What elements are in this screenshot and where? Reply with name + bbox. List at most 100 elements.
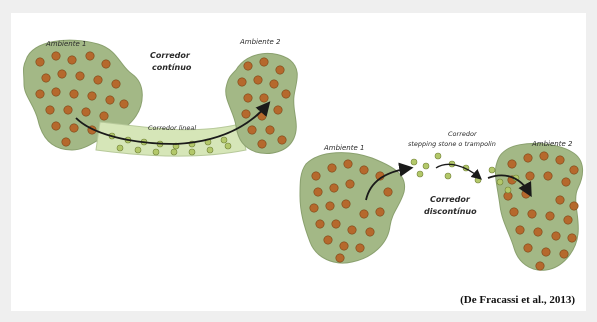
- tree-dot: [282, 90, 290, 98]
- tree-dot: [340, 242, 348, 250]
- tree-dot: [366, 228, 374, 236]
- stepping-stone-dot: [117, 145, 123, 151]
- tree-dot: [534, 228, 542, 236]
- tree-dot: [312, 172, 320, 180]
- tree-dot: [540, 152, 548, 160]
- tree-dot: [52, 88, 60, 96]
- tree-dot: [70, 90, 78, 98]
- tree-dot: [276, 66, 284, 74]
- tree-dot: [564, 216, 572, 224]
- tree-dot: [552, 232, 560, 240]
- stepping-stone-dot: [135, 147, 141, 153]
- tree-dot: [570, 202, 578, 210]
- tree-dot: [52, 122, 60, 130]
- tree-dot: [76, 72, 84, 80]
- stepping-stone-dot: [435, 153, 441, 159]
- tree-dot: [266, 126, 274, 134]
- tree-dot: [556, 156, 564, 164]
- tree-dot: [278, 136, 286, 144]
- tree-dot: [526, 172, 534, 180]
- tree-dots-group: [36, 52, 578, 270]
- label-right-env-2: Ambiente 2: [531, 140, 573, 148]
- tree-dot: [516, 226, 524, 234]
- tree-dot: [258, 140, 266, 148]
- tree-dot: [328, 164, 336, 172]
- tree-dot: [64, 106, 72, 114]
- tree-dot: [238, 78, 246, 86]
- tree-dot: [524, 244, 532, 252]
- tree-dot: [324, 236, 332, 244]
- tree-dot: [112, 80, 120, 88]
- tree-dot: [344, 160, 352, 168]
- tree-dot: [336, 254, 344, 262]
- tree-dot: [242, 110, 250, 118]
- tree-dot: [330, 184, 338, 192]
- tree-dot: [384, 188, 392, 196]
- stepping-stone-dot: [189, 149, 195, 155]
- tree-dot: [88, 92, 96, 100]
- tree-dot: [102, 60, 110, 68]
- tree-dot: [524, 154, 532, 162]
- tree-dot: [42, 74, 50, 82]
- tree-dot: [314, 188, 322, 196]
- tree-dot: [36, 90, 44, 98]
- tree-dot: [542, 248, 550, 256]
- tree-dot: [100, 112, 108, 120]
- tree-dot: [52, 52, 60, 60]
- tree-dot: [510, 208, 518, 216]
- stepping-stone-dot: [489, 167, 495, 173]
- tree-dot: [254, 76, 262, 84]
- arrow-step-1: [436, 164, 480, 178]
- tree-dot: [62, 138, 70, 146]
- tree-dot: [244, 62, 252, 70]
- tree-dot: [360, 166, 368, 174]
- label-corridor-linear: Corredor lineal: [148, 124, 196, 132]
- tree-dot: [546, 212, 554, 220]
- citation: (De Fracassi et al., 2013): [460, 294, 575, 306]
- stepping-stone-dot: [171, 149, 177, 155]
- tree-dot: [68, 56, 76, 64]
- tree-dot: [260, 58, 268, 66]
- label-left-env-1: Ambiente 1: [45, 40, 86, 48]
- stepping-stone-dot: [153, 149, 159, 155]
- tree-dot: [244, 94, 252, 102]
- tree-dot: [342, 200, 350, 208]
- tree-dot: [46, 106, 54, 114]
- label-stepping-2: stepping stone o trampolin: [408, 140, 496, 148]
- stepping-stone-dot: [225, 143, 231, 149]
- tree-dot: [36, 58, 44, 66]
- tree-dot: [570, 166, 578, 174]
- tree-dot: [86, 52, 94, 60]
- label-left-env-2: Ambiente 2: [239, 38, 281, 46]
- label-corridor-continuous-2: contínuo: [152, 63, 192, 72]
- label-stepping-1: Corredor: [448, 130, 478, 138]
- tree-dot: [260, 94, 268, 102]
- stepping-stone-dot: [207, 147, 213, 153]
- label-corridor-continuous-1: Corredor: [150, 51, 191, 60]
- tree-dot: [360, 210, 368, 218]
- stepping-stone-dot: [411, 159, 417, 165]
- tree-dot: [270, 80, 278, 88]
- tree-dot: [356, 244, 364, 252]
- stepping-stone-dot: [417, 171, 423, 177]
- label-right-env-1: Ambiente 1: [323, 144, 364, 152]
- tree-dot: [70, 124, 78, 132]
- tree-dot: [560, 250, 568, 258]
- tree-dot: [508, 160, 516, 168]
- stepping-stone-dot: [445, 173, 451, 179]
- tree-dot: [106, 96, 114, 104]
- tree-dot: [528, 210, 536, 218]
- tree-dot: [120, 100, 128, 108]
- tree-dot: [348, 226, 356, 234]
- tree-dot: [248, 126, 256, 134]
- label-corridor-discontinuous-1: Corredor: [430, 195, 471, 204]
- stepping-stone-dot: [221, 137, 227, 143]
- tree-dot: [316, 220, 324, 228]
- tree-dot: [94, 76, 102, 84]
- stepping-stone-dot: [423, 163, 429, 169]
- tree-dot: [274, 106, 282, 114]
- stepping-stone-dot: [505, 187, 511, 193]
- tree-dot: [536, 262, 544, 270]
- label-corridor-discontinuous-2: discontínuo: [424, 207, 477, 216]
